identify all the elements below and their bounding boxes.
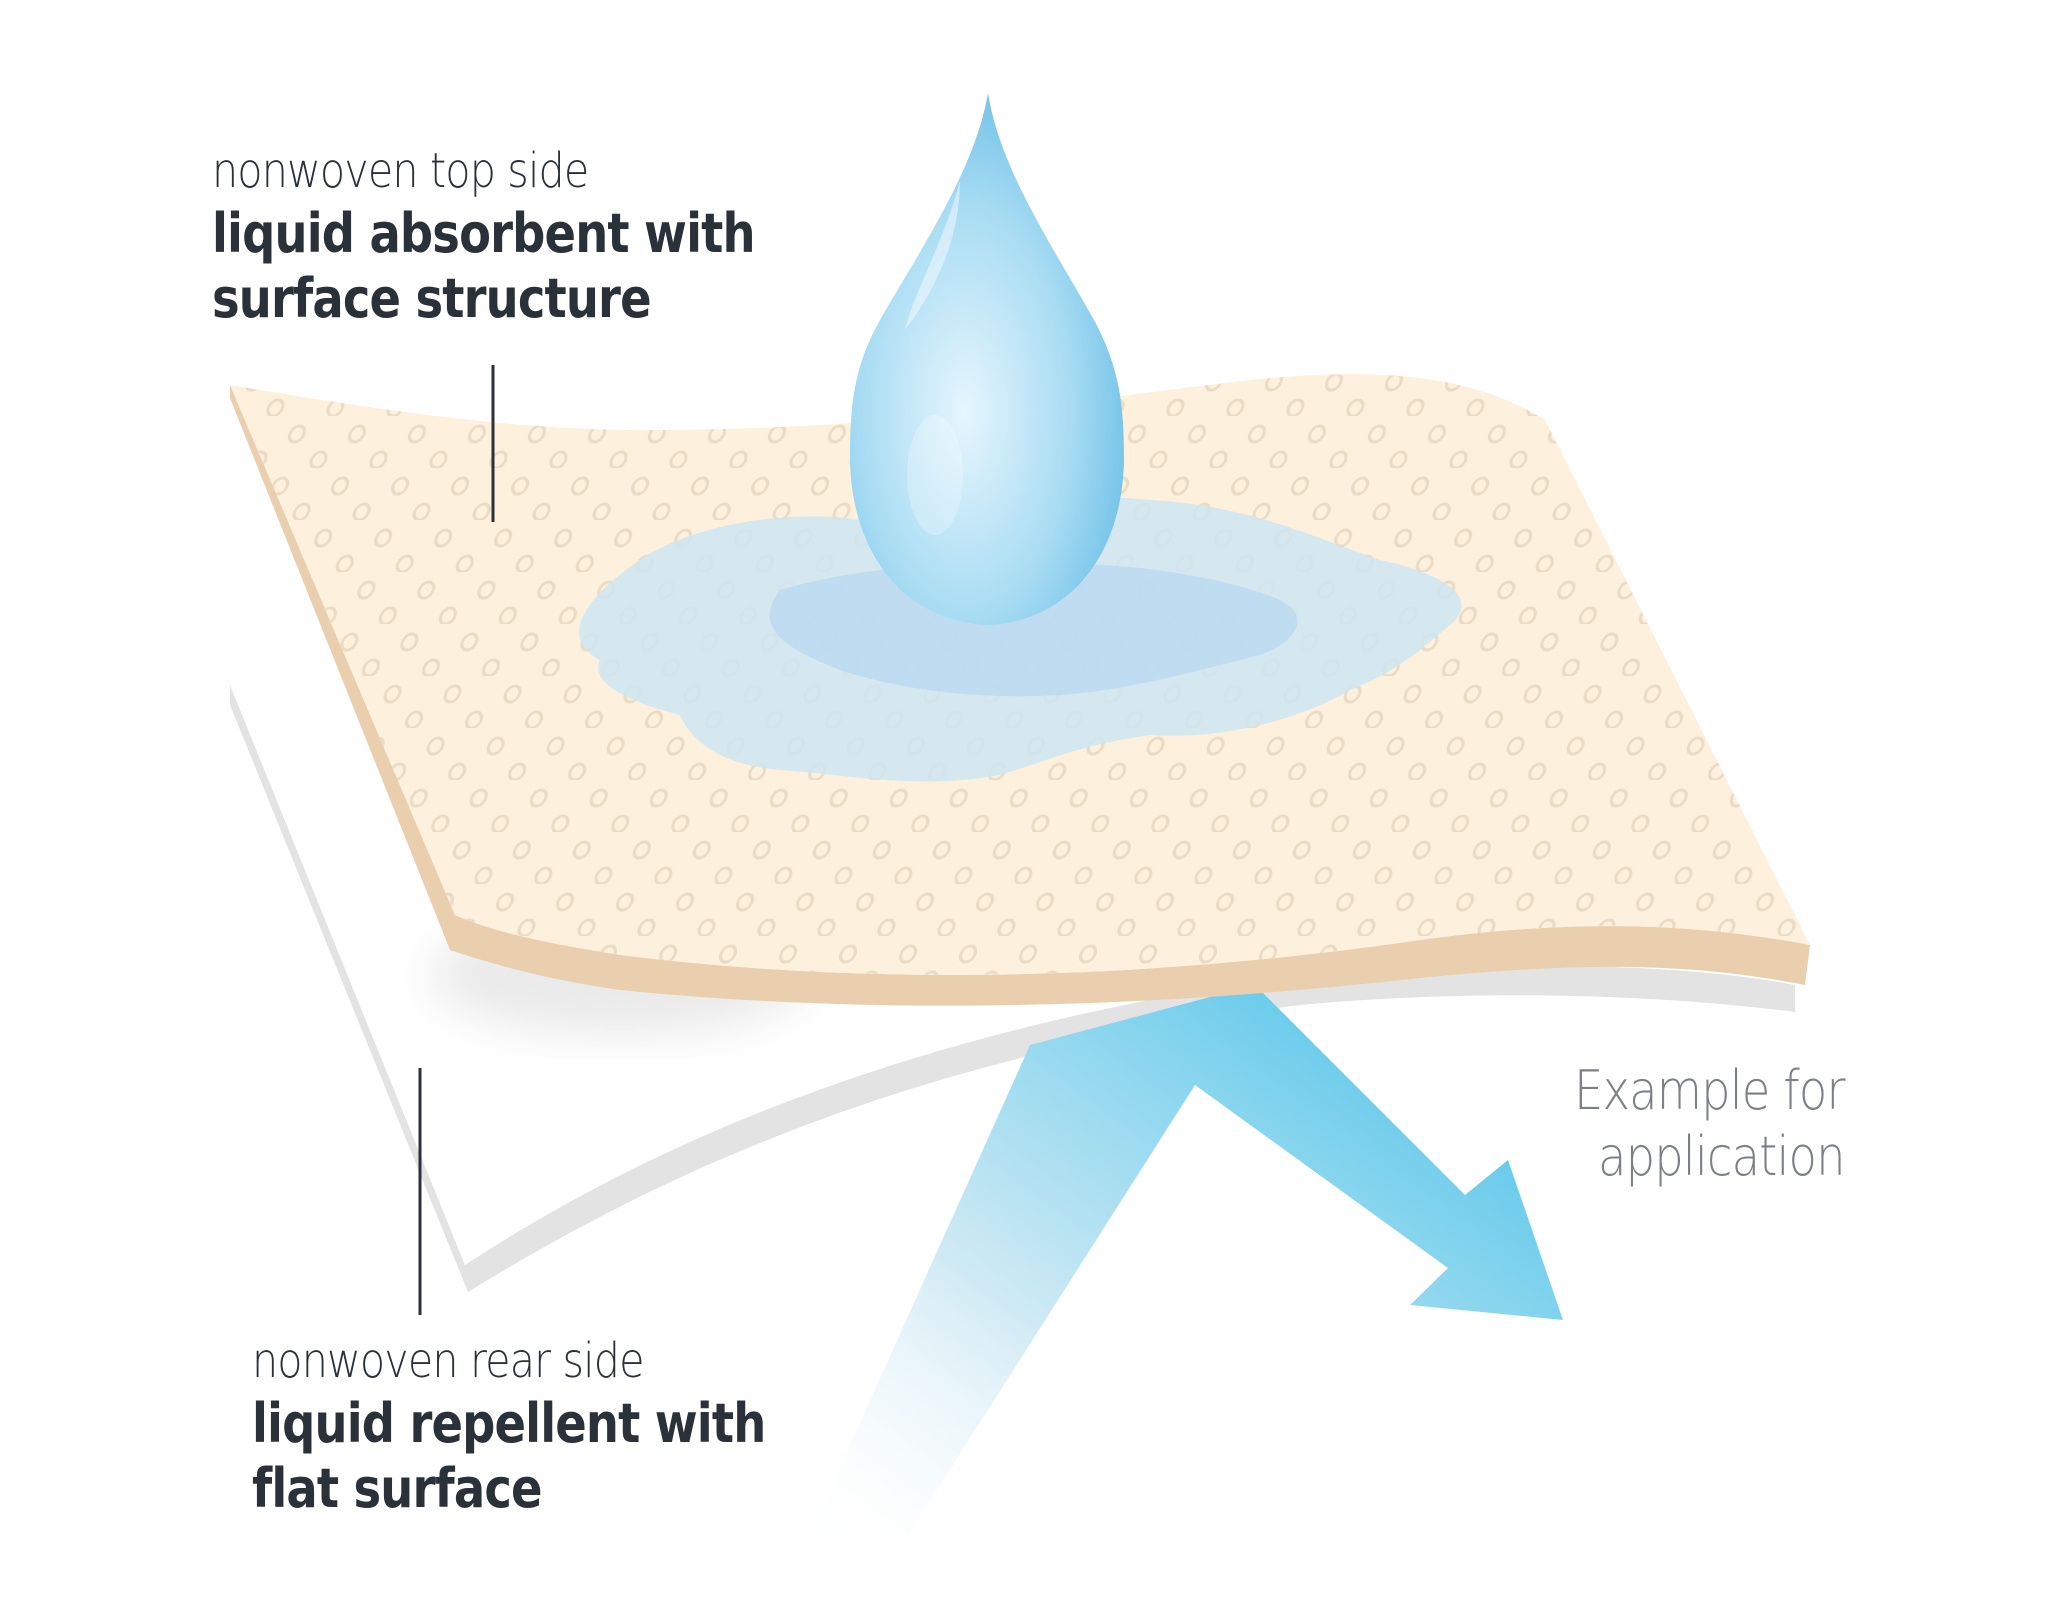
label-example: Example for application <box>1530 1058 1845 1190</box>
water-drop <box>850 93 1124 625</box>
top-side-line2: surface structure <box>212 267 652 331</box>
top-side-line1: liquid absorbent with <box>212 201 756 265</box>
example-line2: application <box>1598 1124 1846 1188</box>
rear-side-title: nonwoven rear side <box>252 1333 645 1389</box>
label-top-side: nonwoven top side liquid absorbent with … <box>212 142 843 332</box>
flow-arrow <box>805 985 1563 1545</box>
rear-side-line1: liquid repellent with <box>252 1391 766 1455</box>
label-rear-side: nonwoven rear side liquid repellent with… <box>252 1332 849 1522</box>
liquid-stain <box>579 496 1462 782</box>
rear-side-line2: flat surface <box>252 1457 543 1521</box>
example-line1: Example for <box>1574 1059 1845 1122</box>
top-side-title: nonwoven top side <box>212 143 589 199</box>
